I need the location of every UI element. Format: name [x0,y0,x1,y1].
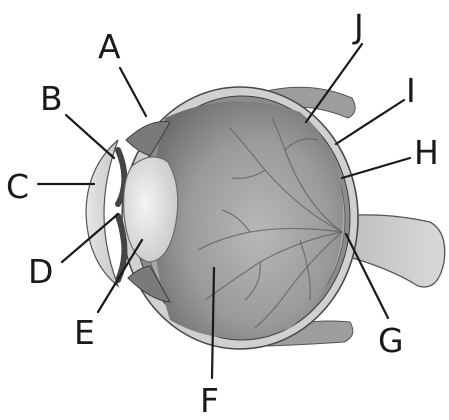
label-i: I [406,71,416,110]
label-g: G [378,321,404,360]
label-c: C [6,167,29,206]
label-e: E [74,313,95,352]
label-j: J [352,7,364,46]
label-h: H [414,133,439,172]
vitreous-body [154,101,343,338]
leader-h [342,158,410,178]
label-a: A [98,27,121,66]
label-d: D [28,252,53,291]
label-f: F [200,381,219,420]
leader-a [120,68,146,116]
leader-b [66,115,114,158]
label-b: B [40,79,63,118]
cornea [86,140,118,286]
